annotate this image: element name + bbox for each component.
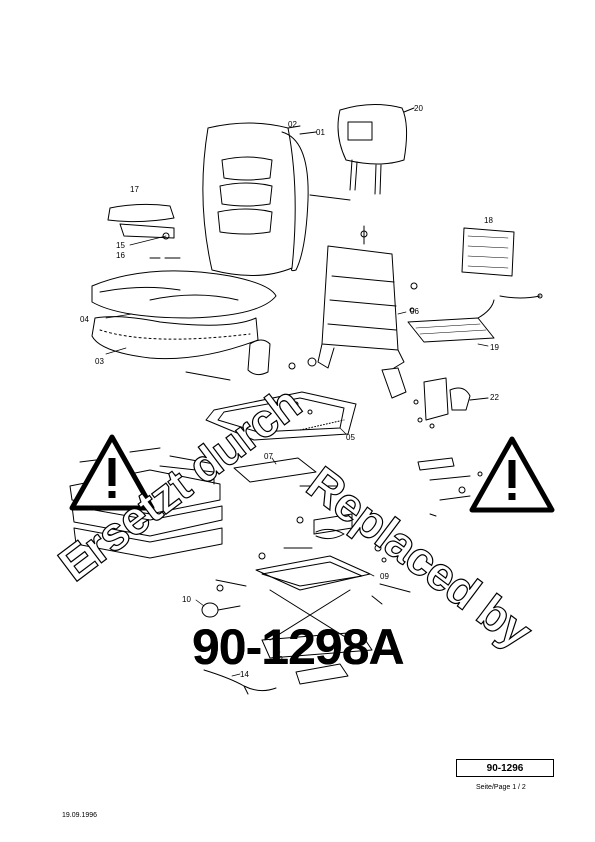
callout-14: 14 [240, 670, 249, 679]
warning-triangle-icon-right [469, 436, 555, 513]
part-number: 90-1296 [486, 762, 524, 774]
lumbar-pad [407, 299, 495, 343]
bowden-cable [203, 669, 277, 695]
leader-lines [105, 235, 489, 677]
scissor-mechanism [215, 555, 411, 685]
page-indicator: Seite/Page 1 / 2 [476, 784, 526, 791]
back-panel [461, 227, 543, 299]
seat-cushion [91, 270, 277, 381]
callout-09: 09 [380, 572, 389, 581]
callout-17: 17 [130, 185, 139, 194]
backrest [202, 122, 351, 276]
headrest [337, 104, 415, 195]
hardware-right [371, 457, 483, 605]
callout-20: 20 [414, 104, 423, 113]
side-brackets [247, 339, 489, 429]
callout-01: 01 [316, 128, 325, 137]
callout-10: 10 [182, 595, 191, 604]
hardware-center [169, 455, 387, 563]
armrest [107, 203, 181, 259]
document-date: 19.09.1996 [62, 812, 98, 819]
callout-16: 16 [116, 251, 125, 260]
callout-04: 04 [80, 315, 89, 324]
callout-12: 12 [274, 655, 283, 664]
callout-05: 05 [346, 433, 355, 442]
callout-19: 19 [490, 343, 499, 352]
stamp-replacement-number: 90-1298A [192, 619, 405, 675]
adjustment-knob [201, 584, 241, 618]
callout-15: 15 [116, 241, 125, 250]
callout-06: 06 [410, 307, 419, 316]
warning-triangle-icon-left [69, 434, 155, 511]
callout-02: 02 [288, 120, 297, 129]
callout-07: 07 [264, 452, 273, 461]
callout-03: 03 [95, 357, 104, 366]
part-number-box: 90-1296 [456, 759, 554, 777]
callout-18: 18 [484, 216, 493, 225]
backrest-frame [317, 225, 418, 369]
callout-22: 22 [490, 393, 499, 402]
